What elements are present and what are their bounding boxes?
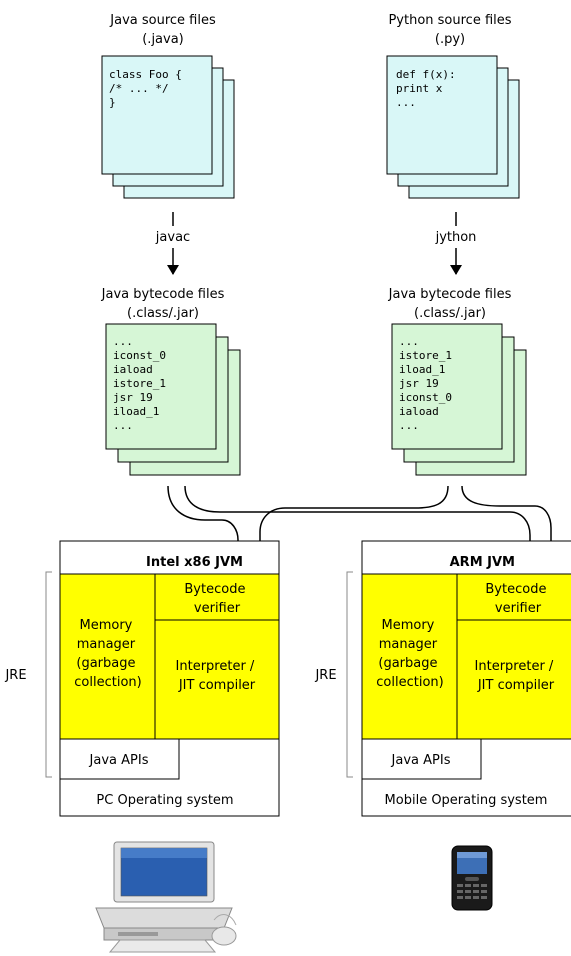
code-line: ... — [396, 96, 416, 109]
java-apis-label: Java APIs — [391, 753, 451, 768]
jre-bracket — [346, 571, 353, 778]
memory-manager-box — [59, 573, 156, 740]
memory-manager-box — [361, 573, 458, 740]
jvm-title: ARM JVM — [450, 555, 515, 570]
right-bytecode-ext: (.class/.jar) — [414, 306, 486, 321]
interpreter-label: Interpreter / JIT compiler — [176, 659, 259, 693]
bytecode-verifier-label: Bytecode verifier — [184, 582, 249, 616]
code-line: def f(x): — [396, 68, 456, 81]
code-line: istore_1 — [113, 377, 166, 390]
right-bytecode-file-stack — [391, 323, 527, 476]
right-source-code: def f(x): print x ... — [396, 68, 462, 109]
right-source-file-stack — [386, 55, 520, 199]
code-line: ... — [399, 335, 419, 348]
left-bytecode-code: ... iconst_0 iaload istore_1 jsr 19 iloa… — [113, 335, 173, 432]
right-source-title: Python source files — [388, 13, 511, 28]
jre-bracket — [45, 571, 52, 778]
left-compiler-label: javac — [155, 230, 190, 245]
right-source-ext: (.py) — [435, 32, 465, 47]
interpreter-box — [456, 619, 571, 740]
code-line: iconst_0 — [113, 349, 166, 362]
left-source-file-stack — [101, 55, 235, 199]
arm-jvm: ARM JVM Memory manager (garbage collecti… — [314, 540, 571, 817]
left-bytecode-file-stack — [105, 323, 241, 476]
interpreter-label: Interpreter / JIT compiler — [475, 659, 558, 693]
code-line: istore_1 — [399, 349, 452, 362]
left-source-title: Java source files — [109, 13, 216, 28]
left-source-code: class Foo { /* ... */ } — [109, 68, 188, 109]
jvm-title: Intel x86 JVM — [146, 555, 243, 570]
code-line: ... — [113, 419, 133, 432]
code-line: class Foo { — [109, 68, 182, 81]
code-line: } — [109, 96, 116, 109]
memory-manager-label: Memory manager (garbage collection) — [376, 618, 443, 690]
mobile-phone-icon — [451, 845, 493, 911]
bytecode-verifier-label: Bytecode verifier — [485, 582, 550, 616]
left-bytecode-title: Java bytecode files — [101, 287, 225, 302]
memory-manager-label: Memory manager (garbage collection) — [74, 618, 141, 690]
interpreter-box — [154, 619, 280, 740]
right-compiler-label: jython — [435, 230, 477, 245]
desktop-computer-icon — [95, 841, 237, 953]
code-line: iaload — [399, 405, 439, 418]
code-line: iload_1 — [113, 405, 159, 418]
bytecode-verifier-box — [154, 573, 280, 621]
code-line: ... — [399, 419, 419, 432]
intel-x86-jvm: Intel x86 JVM Memory manager (garbage co… — [4, 540, 280, 817]
right-to-x86-arrow — [254, 485, 449, 563]
code-line: ... — [113, 335, 133, 348]
left-to-x86-arrow — [167, 485, 244, 563]
os-label: PC Operating system — [96, 793, 233, 808]
code-line: jsr 19 — [399, 377, 439, 390]
code-line: iaload — [113, 363, 153, 376]
jre-label: JRE — [4, 668, 26, 683]
left-to-arm-arrow — [184, 485, 536, 563]
code-line: iload_1 — [399, 363, 445, 376]
code-line: iconst_0 — [399, 391, 452, 404]
left-bytecode-ext: (.class/.jar) — [127, 306, 199, 321]
java-apis-label: Java APIs — [89, 753, 149, 768]
jre-label: JRE — [314, 668, 336, 683]
deploy-arrows — [167, 485, 557, 563]
os-label: Mobile Operating system — [385, 793, 548, 808]
bytecode-verifier-box — [456, 573, 571, 621]
code-line: print x — [396, 82, 443, 95]
right-bytecode-code: ... istore_1 iload_1 jsr 19 iconst_0 ial… — [399, 335, 459, 432]
right-bytecode-title: Java bytecode files — [388, 287, 512, 302]
code-line: jsr 19 — [113, 391, 153, 404]
right-to-arm-arrow — [461, 485, 557, 563]
java-apis-box — [59, 738, 180, 780]
code-line: /* ... */ — [109, 82, 169, 95]
java-apis-box — [361, 738, 482, 780]
left-source-ext: (.java) — [142, 32, 184, 47]
